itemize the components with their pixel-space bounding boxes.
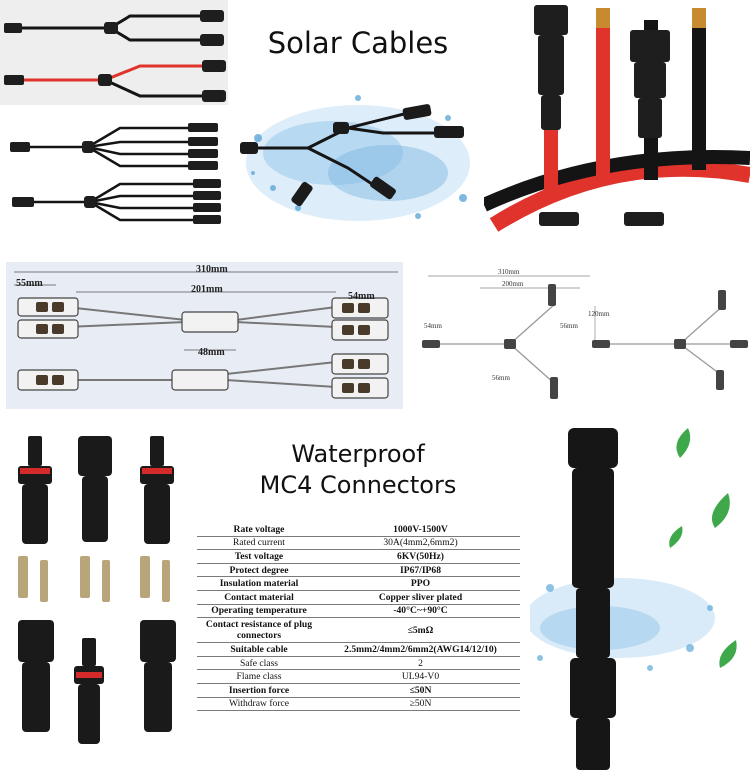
spec-value: 1000V-1500V [321, 523, 520, 537]
mc4-parts-photo [0, 428, 200, 776]
spec-value: ≤50N [321, 683, 520, 698]
spec-name: Operating temperature [197, 604, 321, 619]
y-branch-cable-4to1-b [12, 179, 221, 224]
spec-row: Contact resistance of plug connectors≤5m… [197, 617, 520, 644]
dim-lower: 56mm [492, 374, 510, 382]
spec-value: -40°C~+90°C [321, 604, 520, 619]
spec-name: Suitable cable [197, 642, 321, 657]
spec-value: Copper sliver plated [321, 590, 520, 605]
solar-cables-title: Solar Cables [267, 26, 449, 60]
spec-name: Withdraw force [197, 697, 321, 712]
metal-contact-pins [18, 556, 170, 602]
spec-value: 30A(4mm2,6mm2) [321, 536, 520, 551]
waterproof-cable-splash-photo [238, 78, 478, 233]
spec-value: UL94-V0 [321, 669, 520, 684]
spec-name: Rated current [197, 536, 321, 551]
spec-name: Rate voltage [197, 523, 321, 537]
dim-branch-right: 200mm [502, 280, 524, 288]
mc4-female-on-black [630, 30, 670, 138]
spec-name: Insulation material [197, 576, 321, 591]
spec-name: Test voltage [197, 549, 321, 564]
dim-mid: 56mm [560, 322, 578, 330]
y-branch-cable-2to1 [4, 10, 224, 46]
mc4-connector-top-row [18, 436, 174, 544]
dim-spread: 120mm [588, 310, 610, 318]
spec-value: ≤5mΩ [321, 617, 520, 644]
spec-name: Contact material [197, 590, 321, 605]
spec-value: PPO [321, 576, 520, 591]
mc4-connector-assembled [568, 428, 618, 770]
spec-row: Operating temperature-40°C~+90°C [197, 604, 520, 619]
dim-left-end: 55mm [16, 278, 43, 289]
spec-value: 6KV(50Hz) [321, 549, 520, 564]
y-connector-dimension-diagram: 310mm 200mm 54mm 56mm 120mm 56mm [420, 262, 750, 409]
waterproof-title-line1: Waterproof [291, 440, 425, 468]
red-black-cable-photo [484, 0, 750, 235]
spec-name: Protect degree [197, 563, 321, 578]
mc4-water-splash-photo [530, 418, 750, 776]
dim-branch-left: 201mm [191, 284, 223, 295]
dim-hub: 48mm [198, 347, 225, 358]
branch-cables-photo [0, 0, 228, 235]
spec-value: IP67/IP68 [321, 563, 520, 578]
spec-row: Withdraw force≥50N [197, 697, 520, 712]
dim-right-end: 54mm [348, 291, 375, 302]
dim-overall-right: 310mm [498, 268, 520, 276]
spec-row: Insertion force≤50N [197, 683, 520, 698]
dim-left-end-right: 54mm [424, 322, 442, 330]
mc4-male-on-red [534, 5, 568, 130]
spec-name: Contact resistance of plug connectors [197, 617, 321, 644]
y-branch-cable-red [4, 60, 226, 102]
mc4-connector-bottom-row [18, 620, 176, 744]
spec-name: Insertion force [197, 683, 321, 698]
spec-name: Flame class [197, 669, 321, 684]
spec-value: 2 [321, 656, 520, 671]
dim-overall-left: 310mm [196, 264, 228, 275]
spec-value: ≥50N [321, 697, 520, 712]
spec-value: 2.5mm2/4mm2/6mm2(AWG14/12/10) [321, 642, 520, 657]
spec-name: Safe class [197, 656, 321, 671]
branch-dimension-diagram: 310mm 201mm 55mm 54mm 48mm [6, 262, 403, 409]
waterproof-title-line2: MC4 Connectors [259, 471, 457, 499]
y-branch-cable-4to1 [10, 123, 218, 170]
